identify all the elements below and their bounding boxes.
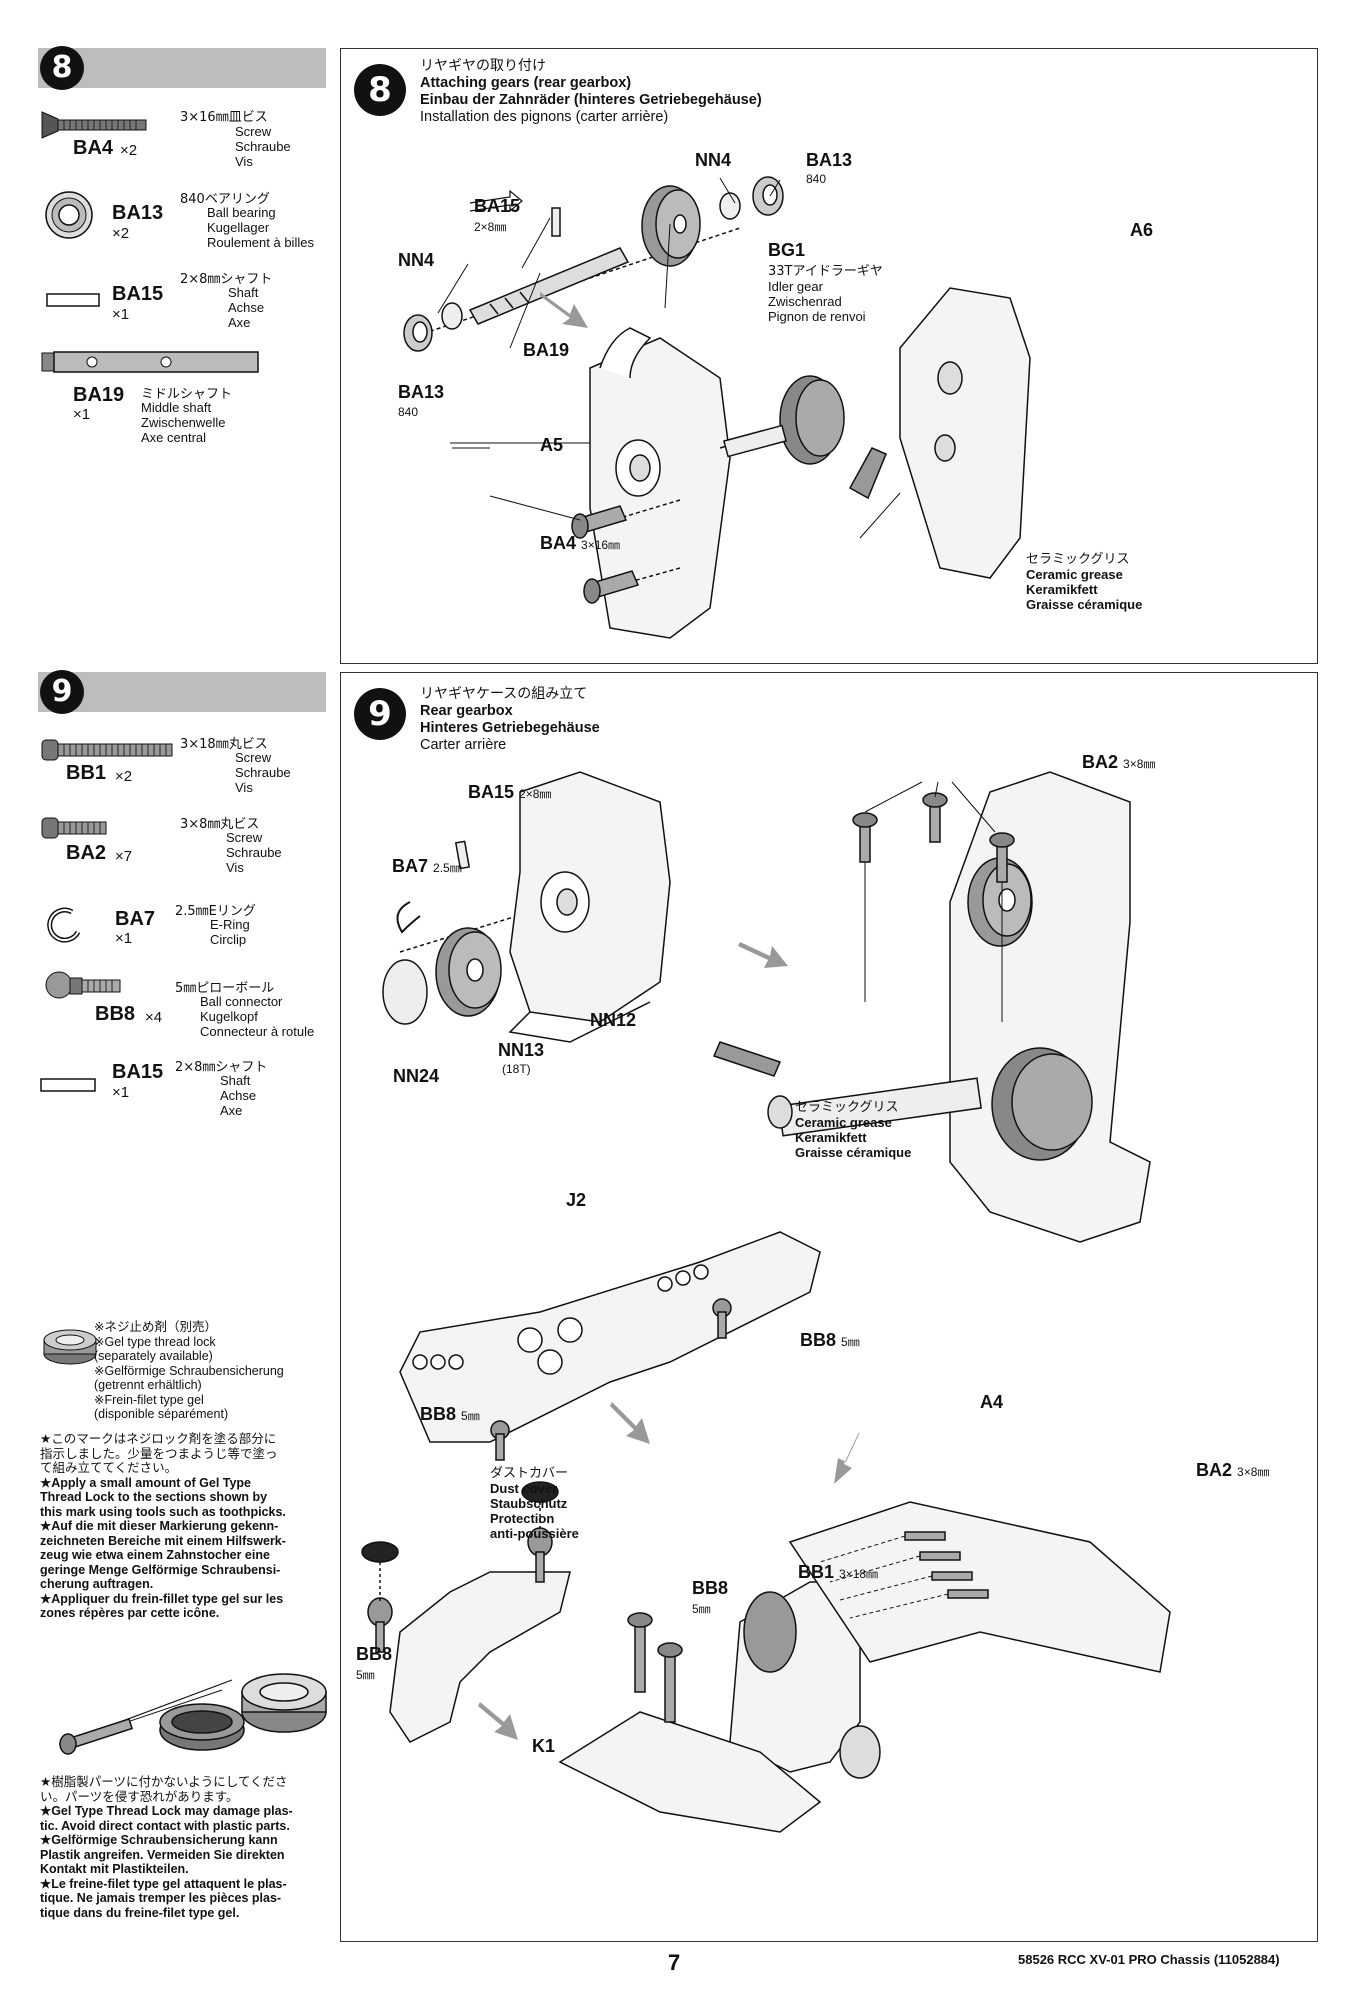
part-jp: 3×16㎜皿ビス [180,110,268,125]
part-jp: 5㎜ピローボール [175,981,275,996]
step9-frame-number: 9 [354,688,406,740]
label-k1: K1 [532,1736,556,1756]
label-nn24: NN24 [393,1066,440,1086]
label-nn13: NN13 [498,1040,545,1060]
part-jp: ミドルシャフト [141,387,233,402]
plastic-warning-note: ★樹脂製パーツに付かないようにしてくださ い。パーツを侵す恐れがあります。 ★G… [40,1774,293,1920]
part-code: BA19 [73,384,125,406]
part-code: BB1 [66,762,107,784]
page-number: 7 [668,1950,681,1975]
part-code: BA15 [112,1061,164,1083]
screw-icon [41,111,147,139]
part-qty: ×4 [145,1009,163,1026]
label-ba13: BA13 [806,150,853,170]
thread-lock-icon [43,1329,97,1365]
label-ba4: BA4 3×16㎜ [540,533,621,553]
part-qty: ×7 [115,848,133,865]
step8-number: 8 [40,46,84,90]
step9-header-bar [38,672,326,712]
ball-connector-icon [45,971,121,999]
part-qty: ×1 [112,1084,130,1101]
label-nn4-left: NN4 [398,250,435,270]
label-ba19: BA19 [523,340,570,360]
label-bb1: BB1 3×18㎜ [798,1562,879,1582]
middle-shaft-icon [41,351,259,373]
step9-assembly-drawing [361,771,1171,1833]
screw-icon [41,817,107,839]
label-nn12: NN12 [590,1010,637,1030]
label-bb8-kl-sub: 5㎜ [356,1668,375,1682]
label-nn4: NN4 [695,150,732,170]
step8-title: リヤギヤの取り付け Attaching gears (rear gearbox)… [420,58,762,125]
part-code: BA4 [73,137,114,159]
label-ba15: BA15 [474,196,521,216]
step9-number: 9 [40,670,84,714]
label-bb8-k: BB8 [692,1578,729,1598]
grease-note: セラミックグリス Ceramic grease Keramikfett Grai… [1026,552,1143,612]
label-bb8-kl: BB8 [356,1644,393,1664]
label-ba13-left: BA13 [398,382,445,402]
label-bg1: BG1 [768,240,806,260]
step9-diagram-frame [340,672,1318,1942]
label-a5: A5 [540,435,564,455]
shaft-icon [46,293,100,307]
label-ba2-bottom: BA2 3×8㎜ [1196,1460,1270,1480]
label-j2: J2 [566,1190,587,1210]
part-code: BB8 [95,1003,136,1025]
part-qty: ×1 [112,306,130,323]
thread-lock-note: ★このマークはネジロック剤を塗る部分に 指示しました。少量をつまようじ等で塗っ … [40,1431,286,1620]
label-bb8-k-sub: 5㎜ [692,1602,711,1616]
part-jp: 3×8㎜丸ビス [180,817,260,832]
part-jp: 2×8㎜シャフト [175,1060,268,1075]
part-jp: 2×8㎜シャフト [180,272,273,287]
label-ba13-sub: 840 [806,172,827,186]
label-ba2-top: BA2 3×8㎜ [1082,752,1156,772]
step8-assembly-drawing [403,176,1031,639]
thread-lock-caption: ※ネジ止め剤（別売） ※Gel type thread lock (separa… [94,1319,284,1421]
part-qty: ×2 [115,768,133,785]
ball-bearing-icon [45,191,93,239]
step8-header-bar [38,48,326,88]
label-nn13-sub: (18T) [502,1062,531,1076]
part-qty: ×1 [115,930,133,947]
label-ba13-left-sub: 840 [398,405,419,419]
screw-icon [41,739,173,761]
label-a6: A6 [1130,220,1154,240]
part-code: BA2 [66,842,107,864]
part-jp: 840ベアリング [180,192,270,207]
part-qty: ×2 [112,225,130,242]
part-code: BA13 [112,202,164,224]
thread-lock-application-drawing [59,1673,327,1755]
shaft-icon [40,1078,96,1092]
document-reference: 58526 RCC XV-01 PRO Chassis (11052884) [1018,1952,1280,1967]
grease-note: セラミックグリス Ceramic grease Keramikfett Grai… [795,1100,912,1160]
step8-frame-number: 8 [354,64,406,116]
part-jp: 3×18㎜丸ビス [180,737,268,752]
e-ring-icon [47,907,81,943]
part-code: BA15 [112,283,164,305]
part-qty: ×2 [120,142,138,159]
label-ba15-sub: 2×8㎜ [474,220,507,234]
bg1-description: 33Tアイドラーギヤ Idler gear Zwischenrad Pignon… [768,264,883,324]
step8-diagram-frame [340,48,1318,664]
label-bb8-right: BB8 5㎜ [800,1330,860,1350]
dust-cover-note: ダストカバー Dust cover Staubschutz Protection… [490,1466,579,1541]
label-bb8-left: BB8 5㎜ [420,1404,480,1424]
part-jp: 2.5㎜Eリング [175,904,256,919]
label-a4: A4 [980,1392,1004,1412]
part-code: BA7 [115,908,156,930]
step9-title: リヤギヤケースの組み立て Rear gearbox Hinteres Getri… [420,686,600,753]
label-ba15: BA15 2×8㎜ [468,782,552,802]
label-ba7: BA7 2.5㎜ [392,856,462,876]
part-qty: ×1 [73,406,91,423]
